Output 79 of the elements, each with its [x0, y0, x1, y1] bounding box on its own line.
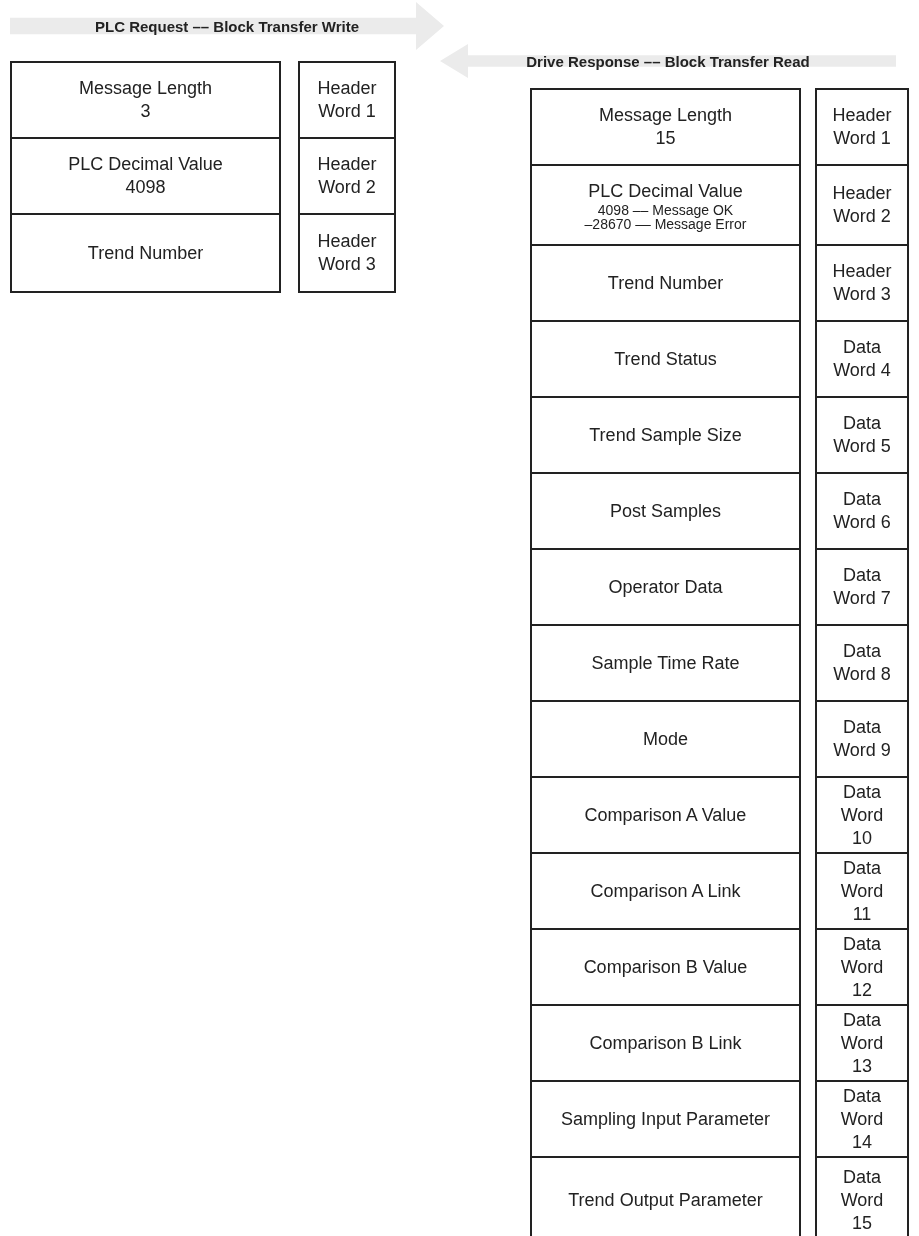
field-name: Comparison A Value — [584, 803, 747, 827]
field-cell — [530, 928, 801, 1006]
field-name: Header Word 3 — [316, 230, 378, 276]
word-number-cell — [815, 472, 909, 550]
field-name: Trend Number — [607, 271, 724, 295]
field-cell — [530, 1156, 801, 1236]
word-number-cell — [815, 928, 909, 1006]
word-number-cell — [815, 548, 909, 626]
word-number-cell — [815, 1004, 909, 1082]
field-name: Trend Output Parameter — [568, 1188, 763, 1212]
banner-title: PLC Request –– Block Transfer Write — [95, 17, 359, 35]
word-number-cell — [298, 137, 396, 215]
word-number-cell — [298, 61, 396, 139]
field-name: Data Word 11 — [839, 856, 885, 926]
field-name: Data Word 5 — [832, 412, 892, 458]
field-name: PLC Decimal Value — [588, 179, 743, 203]
word-number-cell — [815, 852, 909, 930]
field-name: Header Word 1 — [831, 104, 893, 150]
field-name: Sampling Input Parameter — [560, 1107, 771, 1131]
field-cell — [530, 396, 801, 474]
field-name: Message Length — [78, 77, 213, 100]
field-value: 3 — [140, 100, 151, 123]
field-name: Data Word 10 — [839, 780, 885, 850]
word-number-cell — [815, 320, 909, 398]
field-name: Comparison B Value — [583, 955, 748, 979]
word-number-cell — [815, 624, 909, 702]
field-value: 4098 –– Message OK — [597, 202, 734, 217]
field-name: Trend Number — [87, 241, 204, 265]
field-name: Comparison A Link — [590, 879, 741, 903]
field-cell — [530, 548, 801, 626]
word-number-cell — [815, 700, 909, 778]
field-name: Operator Data — [608, 575, 723, 599]
field-name: Trend Sample Size — [589, 423, 742, 447]
field-cell — [10, 61, 281, 139]
word-number-cell — [815, 88, 909, 166]
field-cell — [10, 213, 281, 293]
field-value: –28670 –– Message Error — [584, 216, 747, 231]
field-name: Sample Time Rate — [591, 651, 740, 675]
field-name: Header Word 2 — [316, 153, 378, 199]
field-cell — [530, 1004, 801, 1082]
field-name: PLC Decimal Value — [68, 153, 223, 176]
field-cell — [530, 472, 801, 550]
word-number-cell — [815, 244, 909, 322]
field-name: Data Word 7 — [832, 564, 892, 610]
field-name: Data Word 12 — [839, 932, 885, 1002]
word-number-cell — [298, 213, 396, 293]
word-number-cell — [815, 776, 909, 854]
field-cell — [10, 137, 281, 215]
field-cell — [530, 88, 801, 166]
field-value: 15 — [655, 127, 676, 150]
field-cell — [530, 776, 801, 854]
field-name: Mode — [643, 727, 688, 751]
field-name: Data Word 14 — [839, 1084, 885, 1154]
field-cell — [530, 1080, 801, 1158]
field-cell — [530, 244, 801, 322]
field-cell — [530, 852, 801, 930]
field-name: Data Word 4 — [832, 336, 892, 382]
field-name: Data Word 6 — [832, 488, 892, 534]
field-cell — [530, 320, 801, 398]
field-cell — [530, 164, 801, 246]
field-name: Comparison B Link — [589, 1031, 742, 1055]
field-value: 4098 — [125, 176, 166, 199]
banner-title: Drive Response –– Block Transfer Read — [526, 52, 810, 70]
field-name: Message Length — [598, 104, 733, 127]
field-cell — [530, 624, 801, 702]
field-name: Header Word 1 — [316, 77, 378, 123]
field-name: Data Word 8 — [832, 640, 892, 686]
field-cell — [530, 700, 801, 778]
field-name: Trend Status — [614, 347, 717, 371]
field-name: Data Word 9 — [832, 716, 892, 762]
field-name: Header Word 3 — [831, 260, 893, 306]
word-number-cell — [815, 396, 909, 474]
field-name: Data Word 15 — [839, 1165, 885, 1235]
field-name: Post Samples — [609, 499, 722, 523]
word-number-cell — [815, 1080, 909, 1158]
field-name: Header Word 2 — [831, 182, 893, 228]
field-name: Data Word 13 — [839, 1008, 885, 1078]
word-number-cell — [815, 1156, 909, 1236]
word-number-cell — [815, 164, 909, 246]
